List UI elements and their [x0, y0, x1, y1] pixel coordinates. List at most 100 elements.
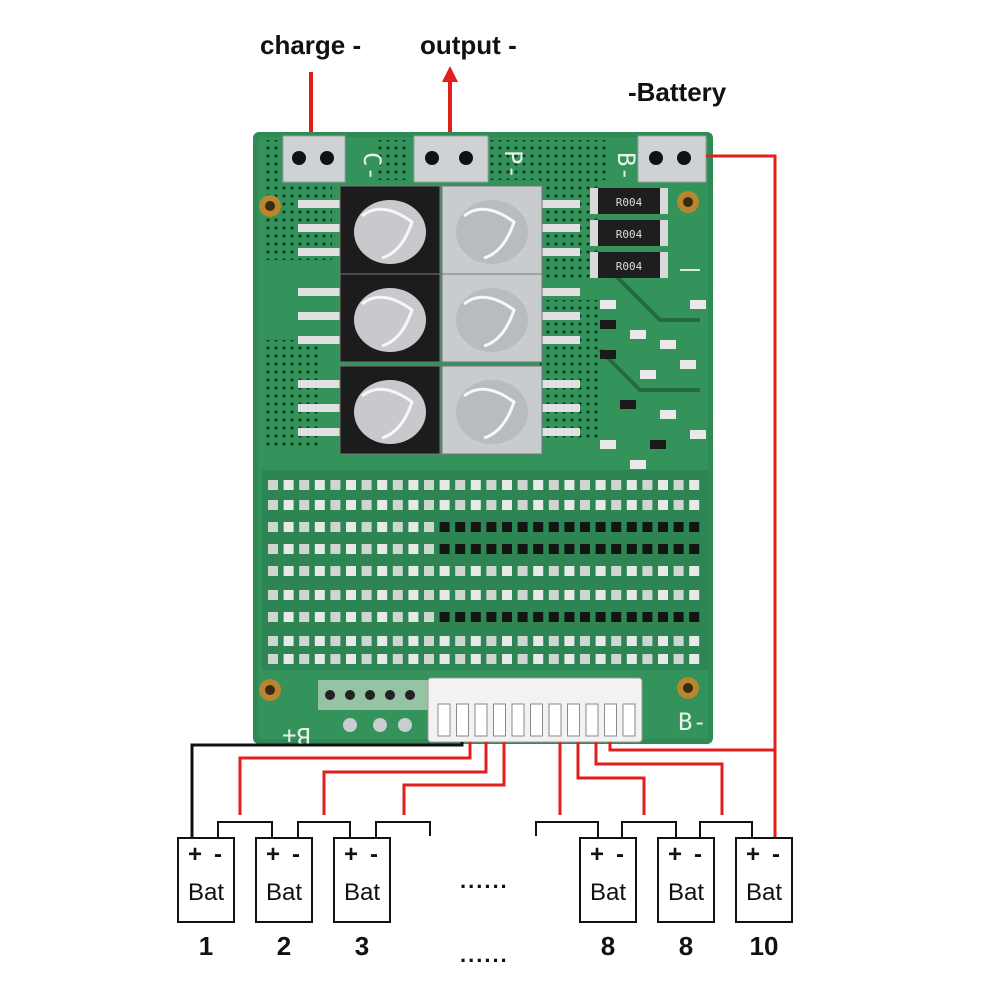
balance-component	[424, 590, 434, 600]
balance-component	[595, 590, 606, 600]
balance-component	[439, 636, 450, 646]
balance-component	[486, 654, 497, 664]
balance-component	[502, 654, 512, 664]
balance-component	[455, 612, 466, 622]
balance-component	[346, 544, 356, 554]
pad-p-label: P-	[499, 150, 527, 179]
balance-component	[689, 612, 700, 622]
cell-number: 3	[355, 931, 369, 961]
balance-component	[377, 544, 388, 554]
cell-plus: +	[668, 841, 682, 868]
balance-component	[346, 480, 356, 490]
cell-name: Bat	[668, 879, 704, 906]
mosfet-0-2	[298, 365, 441, 455]
mosfet-1-1	[441, 273, 580, 363]
balance-component	[564, 480, 575, 490]
balance-component	[595, 636, 606, 646]
balance-component	[658, 654, 668, 664]
mosfet-0-1	[298, 273, 441, 363]
balance-component	[548, 636, 559, 646]
balance-component	[486, 522, 497, 532]
balance-component	[486, 480, 497, 490]
smd-part	[660, 410, 676, 419]
balance-component	[361, 612, 372, 622]
balance-component	[392, 590, 403, 600]
balance-component	[564, 522, 575, 532]
balance-component	[658, 500, 668, 510]
balance-component	[283, 480, 294, 490]
balance-component	[283, 636, 294, 646]
balance-component	[642, 522, 653, 532]
balance-component	[533, 654, 544, 664]
balance-component	[283, 654, 294, 664]
balance-component	[283, 612, 294, 622]
balance-component	[642, 480, 653, 490]
balance-component	[330, 480, 341, 490]
balance-component	[361, 566, 372, 576]
balance-component	[626, 590, 637, 600]
connector-pin	[530, 703, 543, 737]
balance-component	[439, 480, 450, 490]
balance-component	[564, 544, 575, 554]
smd-part	[600, 440, 616, 449]
balance-component	[564, 636, 575, 646]
wire-black-b-plus	[190, 742, 464, 838]
balance-component	[611, 590, 622, 600]
balance-component	[580, 612, 590, 622]
mosfet-1-0	[441, 185, 580, 275]
balance-component	[439, 522, 450, 532]
balance-component	[377, 522, 388, 532]
cell-interconnects	[217, 821, 753, 838]
balance-component	[330, 612, 341, 622]
wire-bal-8b	[576, 742, 646, 815]
balance-component	[268, 480, 278, 490]
cell-name: Bat	[188, 879, 224, 906]
balance-component	[689, 500, 700, 510]
balance-component	[564, 500, 575, 510]
balance-component	[392, 636, 403, 646]
balance-component	[424, 544, 434, 554]
balance-component	[408, 636, 419, 646]
smd-part	[600, 300, 616, 309]
balance-component	[517, 500, 528, 510]
balance-component	[424, 480, 434, 490]
balance-component	[455, 590, 466, 600]
mount-hole-tl	[259, 195, 281, 217]
smd-part	[690, 430, 706, 439]
ellipsis-numbers: ......	[460, 942, 509, 967]
balance-component	[455, 636, 466, 646]
balance-component	[330, 566, 341, 576]
balance-component	[502, 590, 512, 600]
balance-component	[314, 500, 325, 510]
balance-component	[517, 522, 528, 532]
balance-component	[673, 500, 684, 510]
balance-component	[533, 522, 544, 532]
balance-component	[314, 522, 325, 532]
balance-component	[673, 566, 684, 576]
cell-minus: -	[292, 841, 300, 868]
smd-part	[630, 330, 646, 339]
cell-plus: +	[746, 841, 760, 868]
balance-component	[439, 612, 450, 622]
balance-component	[658, 480, 668, 490]
balance-component	[626, 636, 637, 646]
connector-pin	[511, 703, 525, 737]
balance-component	[408, 544, 419, 554]
balance-component	[346, 566, 356, 576]
balance-component	[299, 612, 310, 622]
resistor-code-3: R004	[616, 260, 643, 273]
balance-component	[439, 590, 450, 600]
balance-component	[642, 500, 653, 510]
balance-component	[658, 590, 668, 600]
balance-component	[611, 566, 622, 576]
balance-component	[548, 544, 559, 554]
balance-component	[580, 500, 590, 510]
balance-component	[595, 654, 606, 664]
pad-b-label: B-	[612, 152, 640, 181]
cell-name: Bat	[266, 879, 302, 906]
balance-component	[346, 654, 356, 664]
